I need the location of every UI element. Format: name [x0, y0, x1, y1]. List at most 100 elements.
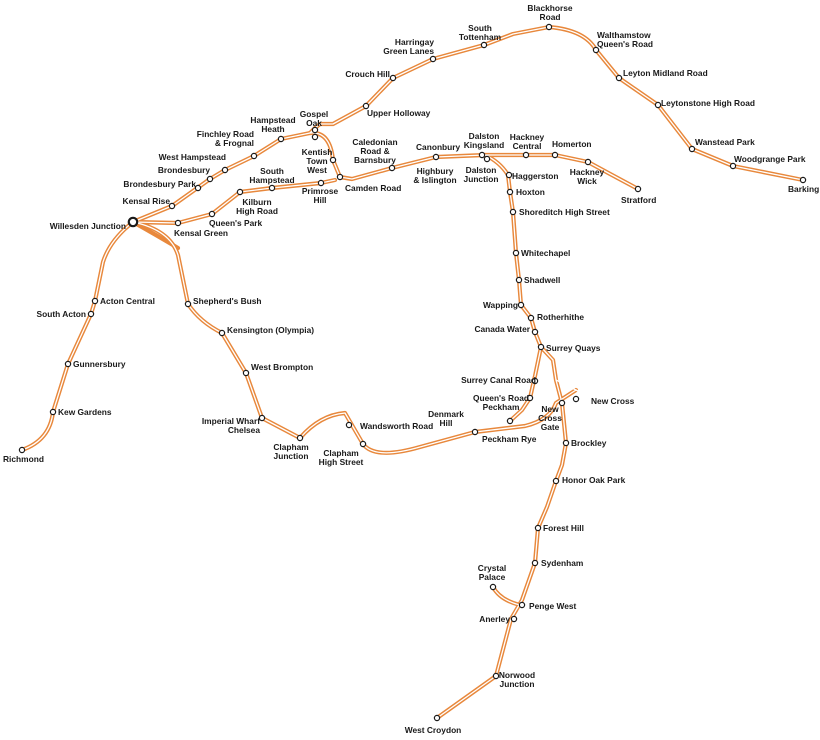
label-willesden-junction: Willesden Junction [49, 221, 126, 231]
station-dot [432, 153, 440, 161]
label-crouch-hill: Crouch Hill [345, 69, 390, 79]
station-dot [483, 155, 491, 163]
label-south-tottenham: South Tottenham [458, 23, 502, 42]
label-acton-central: Acton Central [100, 296, 155, 306]
station-dot [572, 395, 580, 403]
station-dot [688, 145, 696, 153]
station-dot [506, 188, 514, 196]
station-dot [615, 74, 623, 82]
label-haggerston: Haggerston [512, 171, 559, 181]
label-anerley: Anerley [479, 614, 510, 624]
label-sydenham: Sydenham [541, 558, 584, 568]
station-dot [537, 343, 545, 351]
label-wapping: Wapping [482, 300, 518, 310]
station-dot [433, 714, 441, 722]
station-dot [389, 74, 397, 82]
station-dot [258, 414, 266, 422]
label-kensal-rise: Kensal Rise [122, 196, 170, 206]
label-finchley-road: Finchley Road & Frognal [196, 129, 254, 148]
station-dot [531, 328, 539, 336]
station-dot [510, 615, 518, 623]
station-dot [277, 135, 285, 143]
station-dot [517, 301, 525, 309]
station-dot [64, 360, 72, 368]
label-dalston-kingsland: Dalston Kingsland [463, 131, 505, 150]
station-dot [359, 440, 367, 448]
station-dot [194, 184, 202, 192]
station-dot [18, 446, 26, 454]
label-shepherds-bush: Shepherd's Bush [193, 296, 262, 306]
label-leytonstone-high: Leytonstone High Road [661, 98, 755, 108]
label-surrey-canal-road: Surrey Canal Road [461, 375, 536, 385]
label-west-brompton: West Brompton [251, 362, 314, 372]
label-upper-holloway: Upper Holloway [367, 108, 431, 118]
station-dot [91, 297, 99, 305]
station-dot [799, 176, 807, 184]
label-brondesbury-park: Brondesbury Park [123, 179, 196, 189]
label-kensington-olympia: Kensington (Olympia) [227, 325, 315, 335]
label-south-acton: South Acton [36, 309, 86, 319]
station-dot [168, 202, 176, 210]
label-walthamstow: Walthamstow Queen's Road [597, 30, 653, 49]
station-dot [127, 216, 139, 228]
route-wll-curve [130, 219, 181, 251]
label-rotherhithe: Rotherhithe [537, 312, 584, 322]
station-dot [522, 151, 530, 159]
station-dot [268, 184, 276, 192]
station-dot [509, 208, 517, 216]
station-dot [174, 219, 182, 227]
station-dot [492, 672, 500, 680]
label-new-cross: New Cross [591, 396, 635, 406]
station-dot [531, 377, 539, 385]
label-harringay: Harringay Green Lanes [383, 37, 434, 56]
label-west-croydon: West Croydon [404, 725, 462, 735]
label-highbury: Highbury & Islington [413, 166, 457, 185]
label-kilburn-high-road: Kilburn High Road [236, 197, 278, 216]
label-clapham-junction: Clapham Junction [273, 442, 309, 461]
station-dot [526, 394, 534, 402]
label-canonbury: Canonbury [416, 142, 461, 152]
station-dot [218, 329, 226, 337]
label-dalston-junction: Dalston Junction [463, 165, 499, 184]
station-dot [221, 166, 229, 174]
label-queens-park: Queen's Park [209, 218, 263, 228]
label-hackney-wick: Hackney Wick [569, 167, 605, 186]
station-dot [478, 151, 486, 159]
label-peckham-rye: Peckham Rye [482, 434, 537, 444]
station-dot [551, 151, 559, 159]
station-dot [208, 210, 216, 218]
station-dot [584, 158, 592, 166]
label-blackhorse-road: Blackhorse Road [527, 3, 573, 22]
label-shadwell: Shadwell [524, 275, 561, 285]
label-surrey-quays: Surrey Quays [546, 343, 601, 353]
label-norwood-junction: Norwood Junction [498, 670, 536, 689]
label-gospel-oak: Gospel Oak [299, 109, 329, 128]
station-dot [512, 249, 520, 257]
station-dot [729, 162, 737, 170]
label-shoreditch: Shoreditch High Street [519, 207, 610, 217]
label-denmark-hill: Denmark Hill [428, 409, 464, 428]
route-crystal-palace [490, 584, 523, 608]
station-dot [236, 188, 244, 196]
label-wandsworth-road: Wandsworth Road [360, 421, 434, 431]
station-dot [562, 439, 570, 447]
label-canada-water: Canada Water [474, 324, 530, 334]
label-richmond: Richmond [3, 454, 44, 464]
station-dot [471, 428, 479, 436]
label-west-hampstead: West Hampstead [158, 152, 226, 162]
station-dot [345, 421, 353, 429]
station-dot [362, 102, 370, 110]
label-new-cross-gate: New Cross Gate [538, 404, 562, 432]
station-dot [654, 101, 662, 109]
station-dot [545, 23, 553, 31]
label-wanstead-park: Wanstead Park [695, 137, 755, 147]
station-dot [480, 41, 488, 49]
station-dot [206, 175, 214, 183]
station-markers [18, 23, 807, 722]
station-dot [87, 310, 95, 318]
station-dot [534, 524, 542, 532]
label-primrose-hill: Primrose Hill [301, 186, 339, 205]
station-dot [311, 133, 319, 141]
label-kensal-green: Kensal Green [174, 228, 228, 238]
label-honor-oak-park: Honor Oak Park [562, 475, 626, 485]
